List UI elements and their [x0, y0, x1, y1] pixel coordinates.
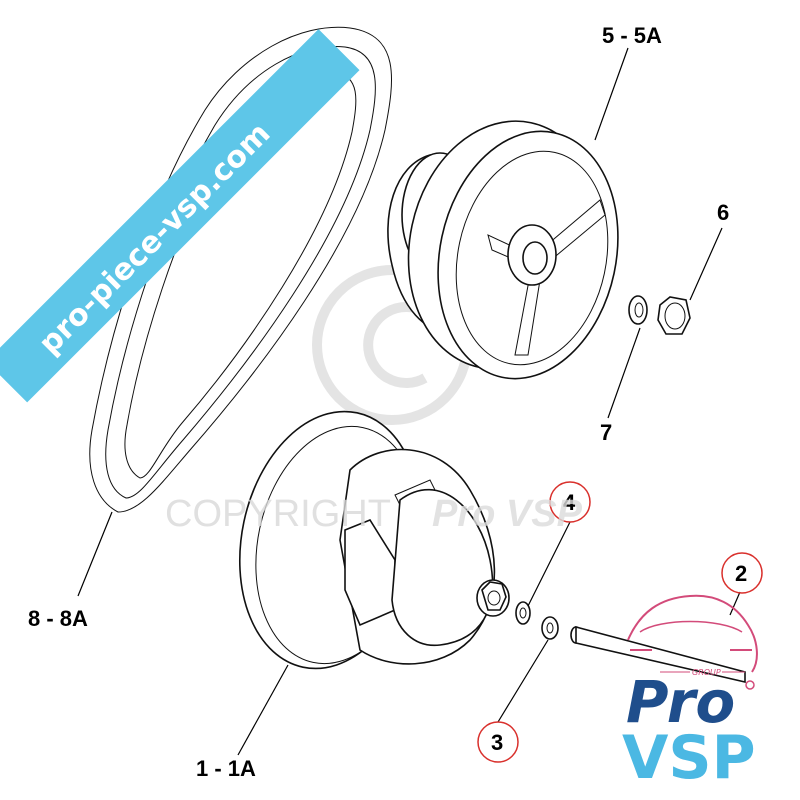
washer-3	[541, 616, 559, 640]
copyright-text-watermark: COPYRIGHT Pro VSP	[165, 493, 583, 535]
callout-8-8a: 8 - 8A	[28, 606, 88, 631]
drive-pulley	[238, 410, 510, 670]
callout-circle-2	[721, 552, 763, 594]
washer-7	[628, 295, 648, 325]
callout-7: 7	[600, 420, 612, 445]
washer-4	[515, 601, 531, 625]
svg-text:VSP: VSP	[622, 723, 756, 793]
svg-text:Pro VSP: Pro VSP	[432, 493, 583, 535]
callout-6: 6	[717, 200, 729, 225]
callout-4: 4	[563, 490, 576, 515]
leader-lines	[77, 47, 741, 756]
svg-text:COPYRIGHT: COPYRIGHT	[165, 493, 391, 535]
callout-circle-4	[549, 481, 591, 523]
driven-pulley	[387, 120, 619, 380]
callout-5-5a: 5 - 5A	[602, 23, 662, 48]
nut-6	[657, 296, 691, 335]
callout-1-1a: 1 - 1A	[196, 756, 256, 781]
svg-text:pro-piece-vsp.com: pro-piece-vsp.com	[32, 116, 277, 361]
svg-text:GROUP: GROUP	[692, 668, 721, 677]
svg-text:Pro: Pro	[626, 668, 735, 736]
site-banner: pro-piece-vsp.com	[0, 29, 360, 403]
provsp-logo: GROUP Pro VSP	[622, 594, 758, 793]
callout-3: 3	[491, 730, 503, 755]
callout-2: 2	[735, 561, 747, 586]
callout-circle-3	[477, 721, 519, 763]
bolt-2	[570, 625, 746, 684]
